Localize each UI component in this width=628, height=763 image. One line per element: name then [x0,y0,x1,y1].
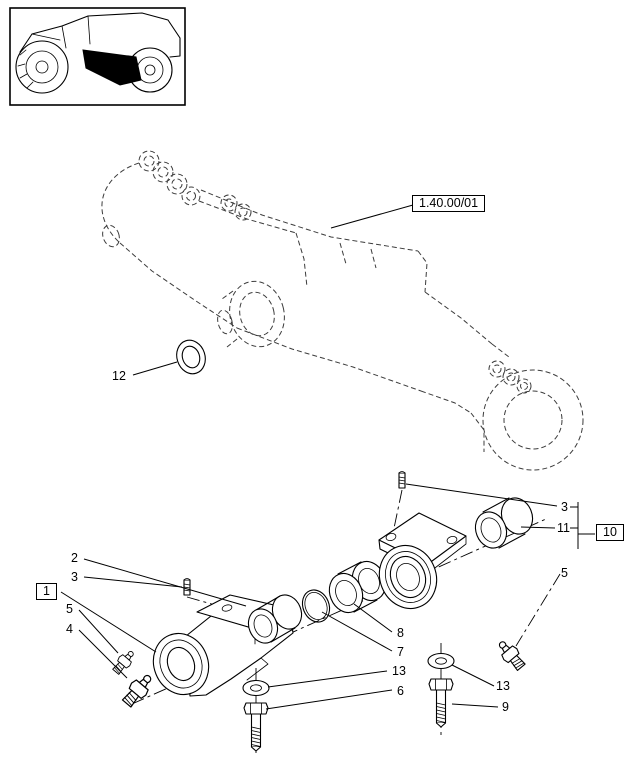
part-bushing-left [247,594,303,644]
part-stud-left [183,578,191,596]
callout-4[interactable]: 4 [66,622,73,636]
part-seal-12 [176,339,206,375]
part-oring-7 [301,589,331,623]
part-fitting-left-5 [110,647,138,677]
part-bolt-right-9 [428,678,454,728]
callout-1-box[interactable]: 1 [36,583,57,600]
part-stud-right [398,471,406,489]
part-seal-collars-8 [328,560,387,614]
callout-13-right[interactable]: 13 [496,679,510,693]
leader-lines [60,204,595,710]
callout-3-left[interactable]: 3 [71,570,78,584]
callout-8[interactable]: 8 [397,626,404,640]
part-fitting-right-5 [493,636,529,674]
part-support-right [378,512,467,610]
tractor-thumbnail [9,7,186,106]
callout-13-mid[interactable]: 13 [392,664,406,678]
callout-12[interactable]: 12 [112,369,126,383]
axle-housing-phantom [101,150,584,471]
callout-5-right[interactable]: 5 [561,566,568,580]
callout-9[interactable]: 9 [502,700,509,714]
part-bolt-mid-6 [243,702,269,752]
assembly-ref-label[interactable]: 1.40.00/01 [412,195,486,212]
callout-5-left[interactable]: 5 [66,602,73,616]
callout-6[interactable]: 6 [397,684,404,698]
part-washer-right-13 [427,652,455,670]
callout-3-right[interactable]: 3 [561,500,568,514]
callout-7[interactable]: 7 [397,645,404,659]
part-washer-mid-13 [242,679,270,697]
callout-10-box[interactable]: 10 [596,524,624,541]
part-bushing-right [474,497,534,549]
callout-11[interactable]: 11 [557,521,570,535]
callout-2[interactable]: 2 [71,551,78,565]
